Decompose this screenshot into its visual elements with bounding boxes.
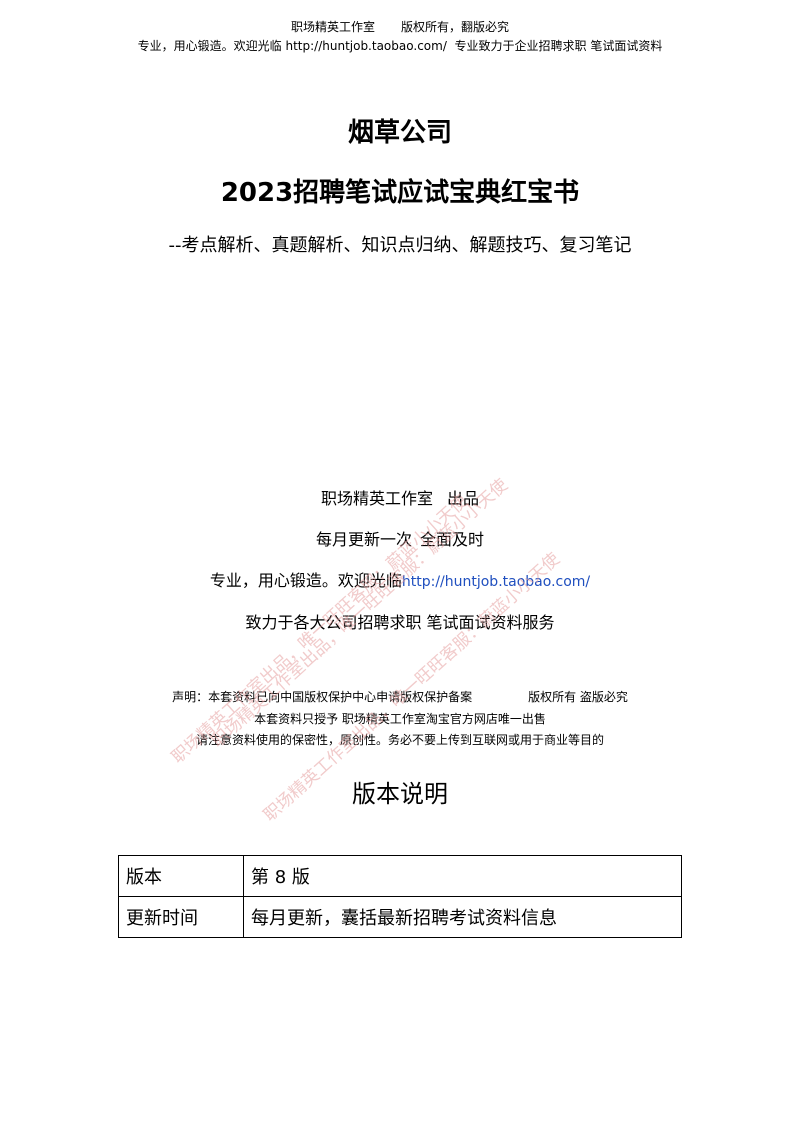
- version-table: 版本 第 8 版 更新时间 每月更新，囊括最新招聘考试资料信息: [118, 855, 682, 938]
- table-row: 更新时间 每月更新，囊括最新招聘考试资料信息: [118, 896, 682, 938]
- declaration-line3: 请注意资料使用的保密性，原创性。务必不要上传到互联网或用于商业等目的: [195, 733, 604, 747]
- update-time-value: 每月更新，囊括最新招聘考试资料信息: [243, 896, 682, 938]
- document-tagline: --考点解析、真题解析、知识点归纳、解题技巧、复习笔记: [168, 235, 632, 256]
- welcome-text: 专业，用心锻造。欢迎光临: [209, 571, 402, 590]
- document-title: 烟草公司: [347, 118, 452, 148]
- service-line: 致力于各大公司招聘求职 笔试面试资料服务: [245, 613, 555, 632]
- declaration-copyright: 声明：本套资料已向中国版权保护中心申请版权保护备案: [172, 690, 473, 704]
- page-header-line1: 职场精英工作室 版权所有，翻版必究: [0, 19, 800, 35]
- version-key: 版本: [118, 855, 244, 897]
- declaration-rights: 版权所有 盗版必究: [528, 690, 628, 704]
- declaration-line1: 声明：本套资料已向中国版权保护中心申请版权保护备案 版权所有 盗版必究: [0, 689, 800, 705]
- update-line: 每月更新一次全面及时: [0, 529, 800, 551]
- publisher-produced: 出品: [447, 489, 480, 508]
- header-url[interactable]: http://huntjob.taobao.com/: [285, 39, 447, 53]
- header-service: 专业致力于企业招聘求职 笔试面试资料: [454, 39, 663, 53]
- document-subtitle: 2023招聘笔试应试宝典红宝书: [220, 178, 580, 208]
- welcome-line: 专业，用心锻造。欢迎光临http://huntjob.taobao.com/: [0, 570, 800, 593]
- update-frequency: 每月更新一次: [315, 530, 412, 549]
- publisher-line: 职场精英工作室出品: [0, 488, 800, 510]
- update-scope: 全面及时: [420, 530, 485, 549]
- update-time-key: 更新时间: [118, 896, 244, 938]
- header-studio: 职场精英工作室: [290, 20, 375, 34]
- table-row: 版本 第 8 版: [118, 855, 682, 897]
- shop-link[interactable]: http://huntjob.taobao.com/: [401, 574, 591, 590]
- version-value: 第 8 版: [243, 855, 682, 897]
- header-rights: 版权所有，翻版必究: [401, 20, 510, 34]
- version-heading: 版本说明: [352, 780, 448, 808]
- header-welcome: 专业，用心锻造。欢迎光临: [137, 39, 282, 53]
- page-header-line2: 专业，用心锻造。欢迎光临 http://huntjob.taobao.com/ …: [0, 38, 800, 54]
- declaration-line2: 本套资料只授予 职场精英工作室淘宝官方网店唯一出售: [254, 712, 546, 726]
- publisher-studio: 职场精英工作室: [320, 489, 433, 508]
